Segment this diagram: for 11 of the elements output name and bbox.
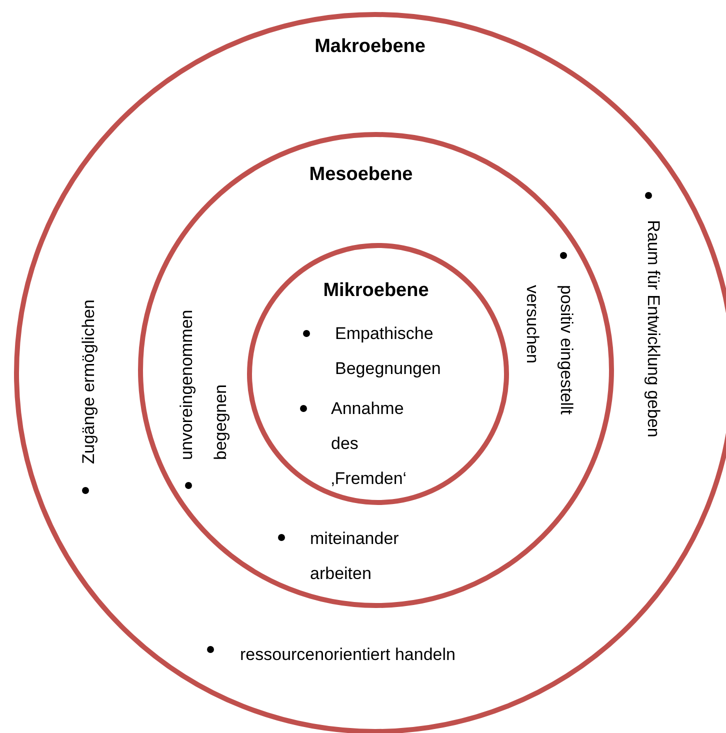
level-heading: Mikroebene [323,279,429,303]
level-heading: Mesoebene [309,163,413,187]
level-heading: Makroebene [314,35,426,59]
bullet-text: Annahme des ‚Fremden‘ [331,398,408,490]
bullet-text: unvoreingenommen begegnen [176,308,231,460]
bullet-text: positiv eingestellt versuchen [522,285,577,416]
bullet-text: ressourcenorientiert handeln [240,644,456,666]
bullet-text: Empathische Begegnungen [335,323,442,380]
bullet-text: miteinander arbeiten [310,528,400,585]
bullet-text: Zugänge ermöglichen [78,298,99,464]
bullet-text: Raum für Entwicklung geben [643,220,664,440]
